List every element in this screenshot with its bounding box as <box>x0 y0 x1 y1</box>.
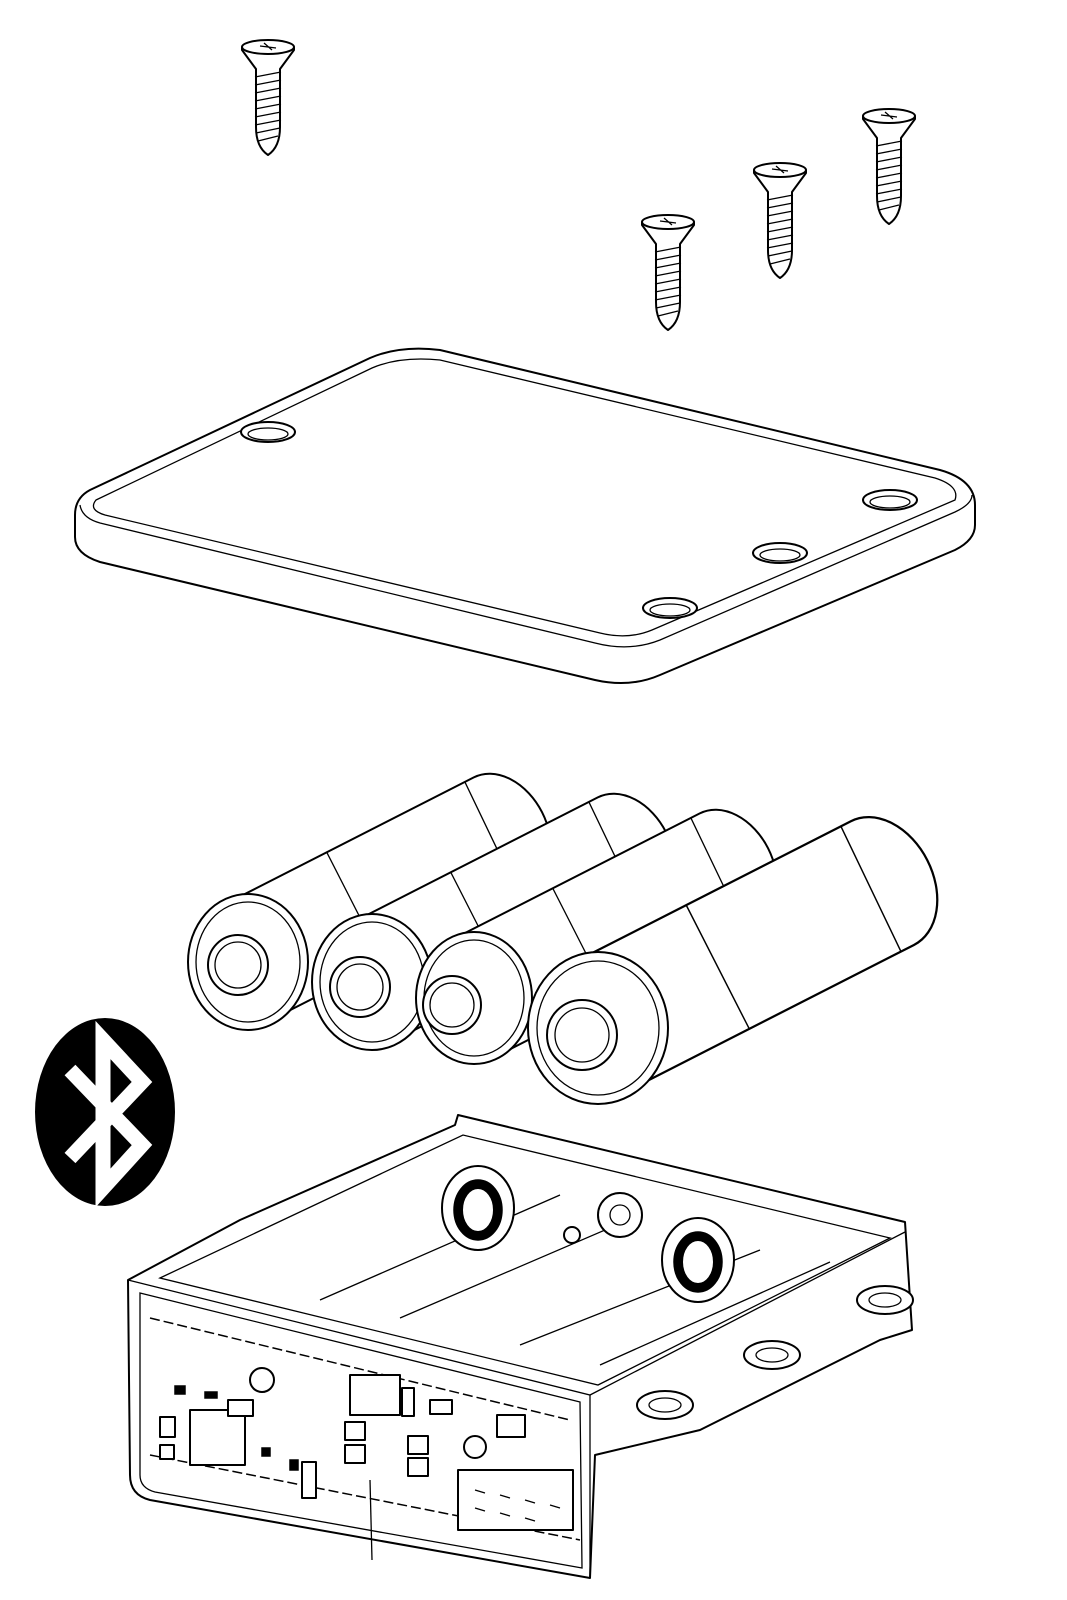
battery-3 <box>415 791 798 1065</box>
housing <box>127 1114 914 1579</box>
battery-contact <box>441 1165 515 1251</box>
battery-2 <box>311 775 696 1051</box>
screw-1 <box>241 39 295 156</box>
battery-contact <box>661 1217 735 1303</box>
lid-hole <box>752 542 808 564</box>
mounting-tab <box>856 1285 914 1315</box>
screw-3 <box>753 162 807 279</box>
screw-4 <box>862 108 916 225</box>
lid-hole <box>240 421 296 443</box>
battery-4 <box>527 797 960 1105</box>
lid-hole <box>862 489 918 511</box>
mounting-tab <box>636 1390 694 1420</box>
battery-1 <box>187 755 572 1031</box>
bluetooth-icon <box>35 1018 175 1208</box>
lid-plate <box>74 347 976 684</box>
circuit-board <box>159 1367 574 1561</box>
mounting-tab <box>743 1340 801 1370</box>
lid-hole <box>642 597 698 619</box>
screw-2 <box>641 214 695 331</box>
